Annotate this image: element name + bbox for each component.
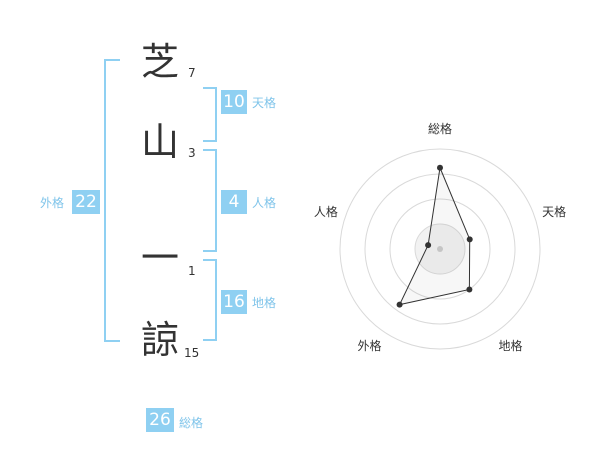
name-char-4: 諒 <box>140 318 179 362</box>
radar-center-dot <box>437 246 443 252</box>
jinkaku-label: 人格 <box>252 196 277 210</box>
soukaku-label: 総格 <box>179 416 204 430</box>
radar-series-polygon <box>398 165 471 306</box>
name-char-3: 一 <box>140 236 179 280</box>
radar-axis-label-2: 天格 <box>542 204 566 219</box>
gaikaku-label: 外格 <box>40 196 65 210</box>
tenkaku-label: 天格 <box>252 96 277 110</box>
stroke-count-2: 3 <box>188 146 196 160</box>
jinkaku-value: 4 <box>221 190 247 214</box>
stroke-count-4: 15 <box>184 346 200 360</box>
gaikaku-bracket <box>104 59 120 342</box>
radar-axis-label-5: 人格 <box>314 204 338 219</box>
radar-axis-label-3: 地格 <box>499 338 523 353</box>
radar-ring-1 <box>414 223 466 275</box>
soukaku-value: 26 <box>146 408 174 432</box>
radar-ring-3 <box>364 173 516 325</box>
tenkaku-value: 10 <box>221 90 247 114</box>
stroke-count-3: 1 <box>188 264 196 278</box>
name-char-2: 山 <box>140 120 179 164</box>
radar-point-5 <box>425 242 432 249</box>
stroke-count-1: 7 <box>188 66 196 80</box>
tenkaku-bracket <box>203 87 217 142</box>
radar-ring-2 <box>389 198 491 300</box>
radar-ring-4 <box>339 148 541 350</box>
radar-point-3 <box>466 286 473 293</box>
gaikaku-value: 22 <box>72 190 100 214</box>
radar-axis-label-4: 外格 <box>357 338 381 353</box>
name-char-1: 芝 <box>140 40 179 84</box>
chikaku-bracket <box>203 259 217 341</box>
radar-point-1 <box>437 164 443 171</box>
radar-axis-label-1: 総格 <box>428 121 452 136</box>
radar-point-4 <box>396 301 403 308</box>
chikaku-label: 地格 <box>252 296 277 310</box>
radar-point-2 <box>466 236 473 243</box>
jinkaku-bracket <box>203 149 217 252</box>
chikaku-value: 16 <box>221 290 247 314</box>
